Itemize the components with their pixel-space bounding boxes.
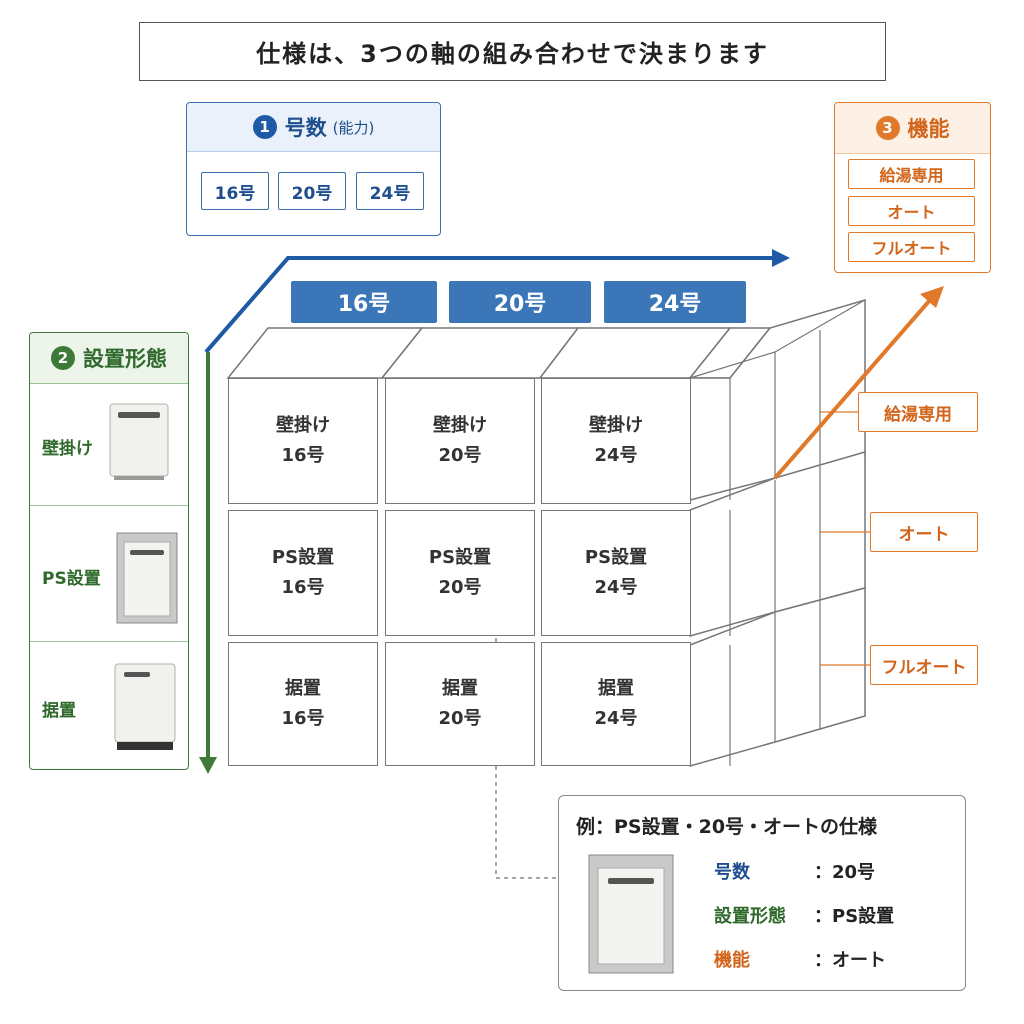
- example-key: 設置形態: [714, 906, 786, 927]
- cell-install: 据置: [442, 678, 478, 699]
- column-header-20: 20号: [449, 281, 591, 323]
- badge-3: 3: [875, 116, 900, 140]
- install-label-wall: 壁掛け: [42, 439, 93, 459]
- cell-capacity: 16号: [281, 708, 325, 729]
- capacity-option-24: 24号: [356, 172, 424, 210]
- function-option-auto: オート: [848, 196, 975, 226]
- cell-install: 据置: [285, 678, 321, 699]
- cell-capacity: 24号: [594, 577, 638, 598]
- capacity-option-20: 20号: [278, 172, 346, 210]
- cell-capacity: 24号: [594, 445, 638, 466]
- install-row-wall: 壁掛け: [30, 383, 188, 506]
- example-sep: ：: [814, 950, 832, 971]
- cell-install: 据置: [598, 678, 634, 699]
- column-header-16: 16号: [291, 281, 437, 323]
- grid-cell: PS設置 24号: [541, 510, 691, 636]
- example-heater-image: [588, 854, 674, 974]
- example-row-function: 機能 ：オート: [714, 946, 886, 972]
- capacity-panel-header: 1 号数 (能力): [187, 103, 440, 152]
- cell-install: PS設置: [428, 547, 492, 568]
- capacity-title: 号数: [284, 116, 327, 140]
- install-label-ps: PS設置: [42, 569, 101, 589]
- badge-1: 1: [252, 115, 277, 139]
- install-title: 設置形態: [83, 347, 167, 371]
- capacity-subtitle: (能力): [332, 118, 375, 137]
- install-row-ps: PS設置: [30, 505, 188, 642]
- install-panel-header: 2 設置形態: [30, 333, 188, 384]
- capacity-axis: [204, 256, 775, 354]
- grid-cell: PS設置 16号: [228, 510, 378, 636]
- depth-blocks: [226, 298, 866, 767]
- wall-heater-image: [109, 403, 169, 480]
- capacity-panel: 1 号数 (能力): [186, 102, 441, 236]
- example-value: PS設置: [832, 906, 895, 927]
- install-row-floor: 据置: [30, 641, 188, 772]
- page-title: 仕様は、3つの軸の組み合わせで決まります: [139, 22, 886, 81]
- ps-heater-image: [116, 532, 178, 624]
- depth-label-fullauto: フルオート: [870, 645, 978, 685]
- example-title: 例：PS設置・20号・オートの仕様: [576, 816, 878, 838]
- cell-install: 壁掛け: [589, 415, 643, 436]
- badge-2: 2: [51, 346, 75, 370]
- cell-capacity: 20号: [438, 577, 482, 598]
- grid-cell: 壁掛け 24号: [541, 378, 691, 504]
- grid-cell: 据置 16号: [228, 642, 378, 766]
- example-key: 機能: [714, 950, 750, 971]
- install-panel: 2 設置形態 壁掛け PS設置 据置: [29, 332, 189, 770]
- example-key: 号数: [714, 862, 750, 883]
- cell-capacity: 16号: [281, 445, 325, 466]
- cell-capacity: 20号: [438, 708, 482, 729]
- cell-capacity: 24号: [594, 708, 638, 729]
- function-title: 機能: [907, 117, 950, 141]
- grid-cell: 据置 20号: [385, 642, 535, 766]
- cell-install: 壁掛け: [433, 415, 487, 436]
- function-option-fullauto: フルオート: [848, 232, 975, 262]
- column-header-24: 24号: [604, 281, 746, 323]
- cell-install: 壁掛け: [276, 415, 330, 436]
- grid-cell: 据置 24号: [541, 642, 691, 766]
- floor-heater-image: [114, 663, 176, 750]
- install-label-floor: 据置: [42, 701, 76, 721]
- grid-cell: 壁掛け 20号: [385, 378, 535, 504]
- depth-label-auto: オート: [870, 512, 978, 552]
- cell-capacity: 16号: [281, 577, 325, 598]
- cell-install: PS設置: [584, 547, 648, 568]
- grid-cell: PS設置 20号: [385, 510, 535, 636]
- cell-install: PS設置: [271, 547, 335, 568]
- example-value: 20号: [832, 862, 876, 883]
- example-row-capacity: 号数 ：20号: [714, 858, 875, 884]
- capacity-option-16: 16号: [201, 172, 269, 210]
- example-sep: ：: [814, 906, 832, 927]
- example-value: オート: [832, 950, 886, 971]
- example-row-install: 設置形態 ：PS設置: [714, 902, 894, 928]
- cell-capacity: 20号: [438, 445, 482, 466]
- grid-cell: 壁掛け 16号: [228, 378, 378, 504]
- depth-label-kyuto: 給湯専用: [858, 392, 978, 432]
- example-sep: ：: [814, 862, 832, 883]
- function-option-kyuto: 給湯専用: [848, 159, 975, 189]
- function-panel-header: 3 機能: [835, 103, 990, 154]
